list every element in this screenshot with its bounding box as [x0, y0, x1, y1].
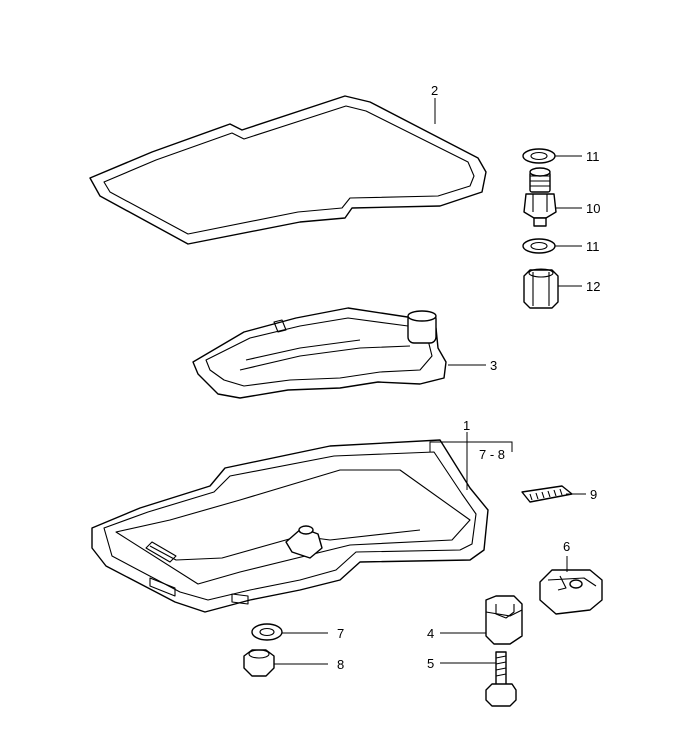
callout-labels: 2 3 11 10 11 12 1 7 - 8 9 6 4 5 7 8: [337, 83, 600, 672]
oil-filter-part: [192, 307, 447, 399]
gasket-part: [89, 95, 487, 245]
callout-4: 4: [427, 626, 434, 641]
cap-nut-part: [523, 268, 559, 309]
sealing-ring-lower-part: [522, 238, 556, 254]
oil-pan-part: [91, 439, 489, 613]
callout-7: 7: [337, 626, 344, 641]
callout-3: 3: [490, 358, 497, 373]
callout-11-lower: 11: [586, 239, 600, 254]
callout-2: 2: [431, 83, 438, 98]
leader-lines: [274, 98, 586, 665]
sealing-ring-upper-part: [522, 148, 556, 164]
bracket-1: [429, 441, 513, 452]
callout-1: 1: [463, 418, 470, 433]
callout-10: 10: [586, 201, 600, 216]
callout-7-8: 7 - 8: [479, 447, 505, 462]
screw-plug-part: [243, 649, 275, 677]
callout-9: 9: [590, 487, 597, 502]
retainer-part: [485, 595, 523, 645]
callout-8: 8: [337, 657, 344, 672]
clip-set-part: [521, 485, 573, 503]
callout-12: 12: [586, 279, 600, 294]
holder-part: [539, 569, 603, 615]
callout-6: 6: [563, 539, 570, 554]
drain-fitting-part: [523, 167, 557, 227]
callout-11-upper: 11: [586, 149, 600, 164]
callout-5: 5: [427, 656, 434, 671]
washer-part: [251, 623, 283, 641]
bolt-part: [485, 651, 517, 707]
